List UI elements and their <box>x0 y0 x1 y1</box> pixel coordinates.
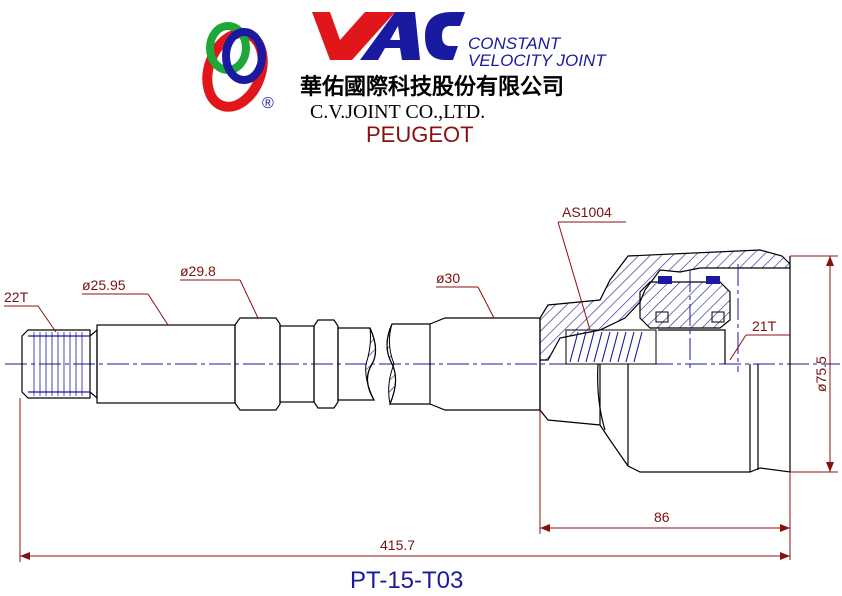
dim-22t: 22T <box>4 289 57 333</box>
label-diameter-75-5: ø75.5 <box>813 356 829 392</box>
label-boot: AS1004 <box>562 204 612 220</box>
dim-overall-length: 415.7 <box>19 398 790 562</box>
label-diameter-29-8: ø29.8 <box>180 263 216 279</box>
shaft-outline <box>21 317 541 411</box>
company-name-chinese: 華佑國際科技股份有限公司 <box>300 74 564 100</box>
dim-boot: AS1004 <box>557 204 626 331</box>
dim-housing-length: 86 <box>539 410 791 560</box>
company-logo <box>202 12 465 112</box>
label-diameter-30: ø30 <box>436 270 460 286</box>
dim-21t: 21T <box>729 318 790 361</box>
label-diameter-25-95: ø25.95 <box>82 277 126 293</box>
label-length-86: 86 <box>654 509 670 525</box>
vehicle-make: PEUGEOT <box>366 122 474 147</box>
dim-shaft-25-95: ø25.95 <box>82 277 169 326</box>
registered-mark: ® <box>262 95 274 112</box>
tagline-line1: CONSTANT <box>468 34 562 53</box>
tagline-line2: VELOCITY JOINT <box>468 51 607 70</box>
dim-housing-diameter: ø75.5 <box>790 255 838 473</box>
part-number: PT-15-T03 <box>350 567 463 594</box>
cv-joint-housing <box>539 249 791 473</box>
company-name-english: C.V.JOINT CO.,LTD. <box>310 101 485 123</box>
label-21t: 21T <box>752 318 777 334</box>
dim-shaft-30: ø30 <box>436 270 495 319</box>
dim-shaft-29-8: ø29.8 <box>180 263 259 319</box>
label-overall-length: 415.7 <box>380 537 415 553</box>
label-22t: 22T <box>4 289 29 305</box>
